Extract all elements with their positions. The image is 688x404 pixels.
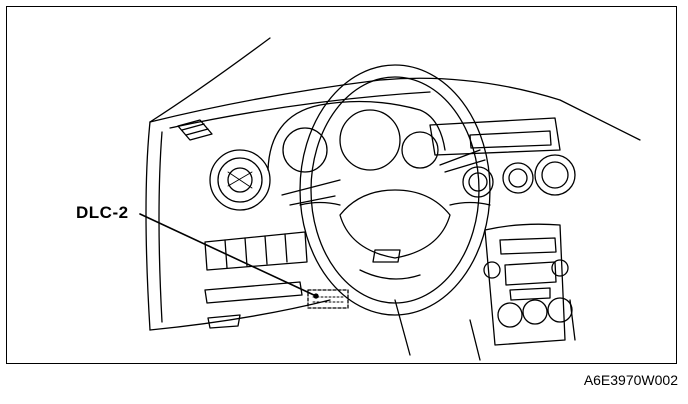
dlc-2-label: DLC-2 xyxy=(76,203,129,222)
figure-code: A6E3970W002 xyxy=(583,372,678,388)
switch-panel xyxy=(204,231,308,329)
steering-wheel xyxy=(299,64,491,316)
windshield-edge xyxy=(149,37,271,123)
left-round-vent xyxy=(209,149,271,211)
callout-leader-line xyxy=(139,213,317,297)
center-vents xyxy=(462,154,576,198)
dash-left-edge xyxy=(145,121,151,331)
dash-top-outline xyxy=(149,77,641,141)
cluster-hood xyxy=(267,100,446,171)
figure-frame xyxy=(6,6,677,364)
center-stack xyxy=(429,117,573,346)
dlc-2-connector xyxy=(307,289,349,309)
